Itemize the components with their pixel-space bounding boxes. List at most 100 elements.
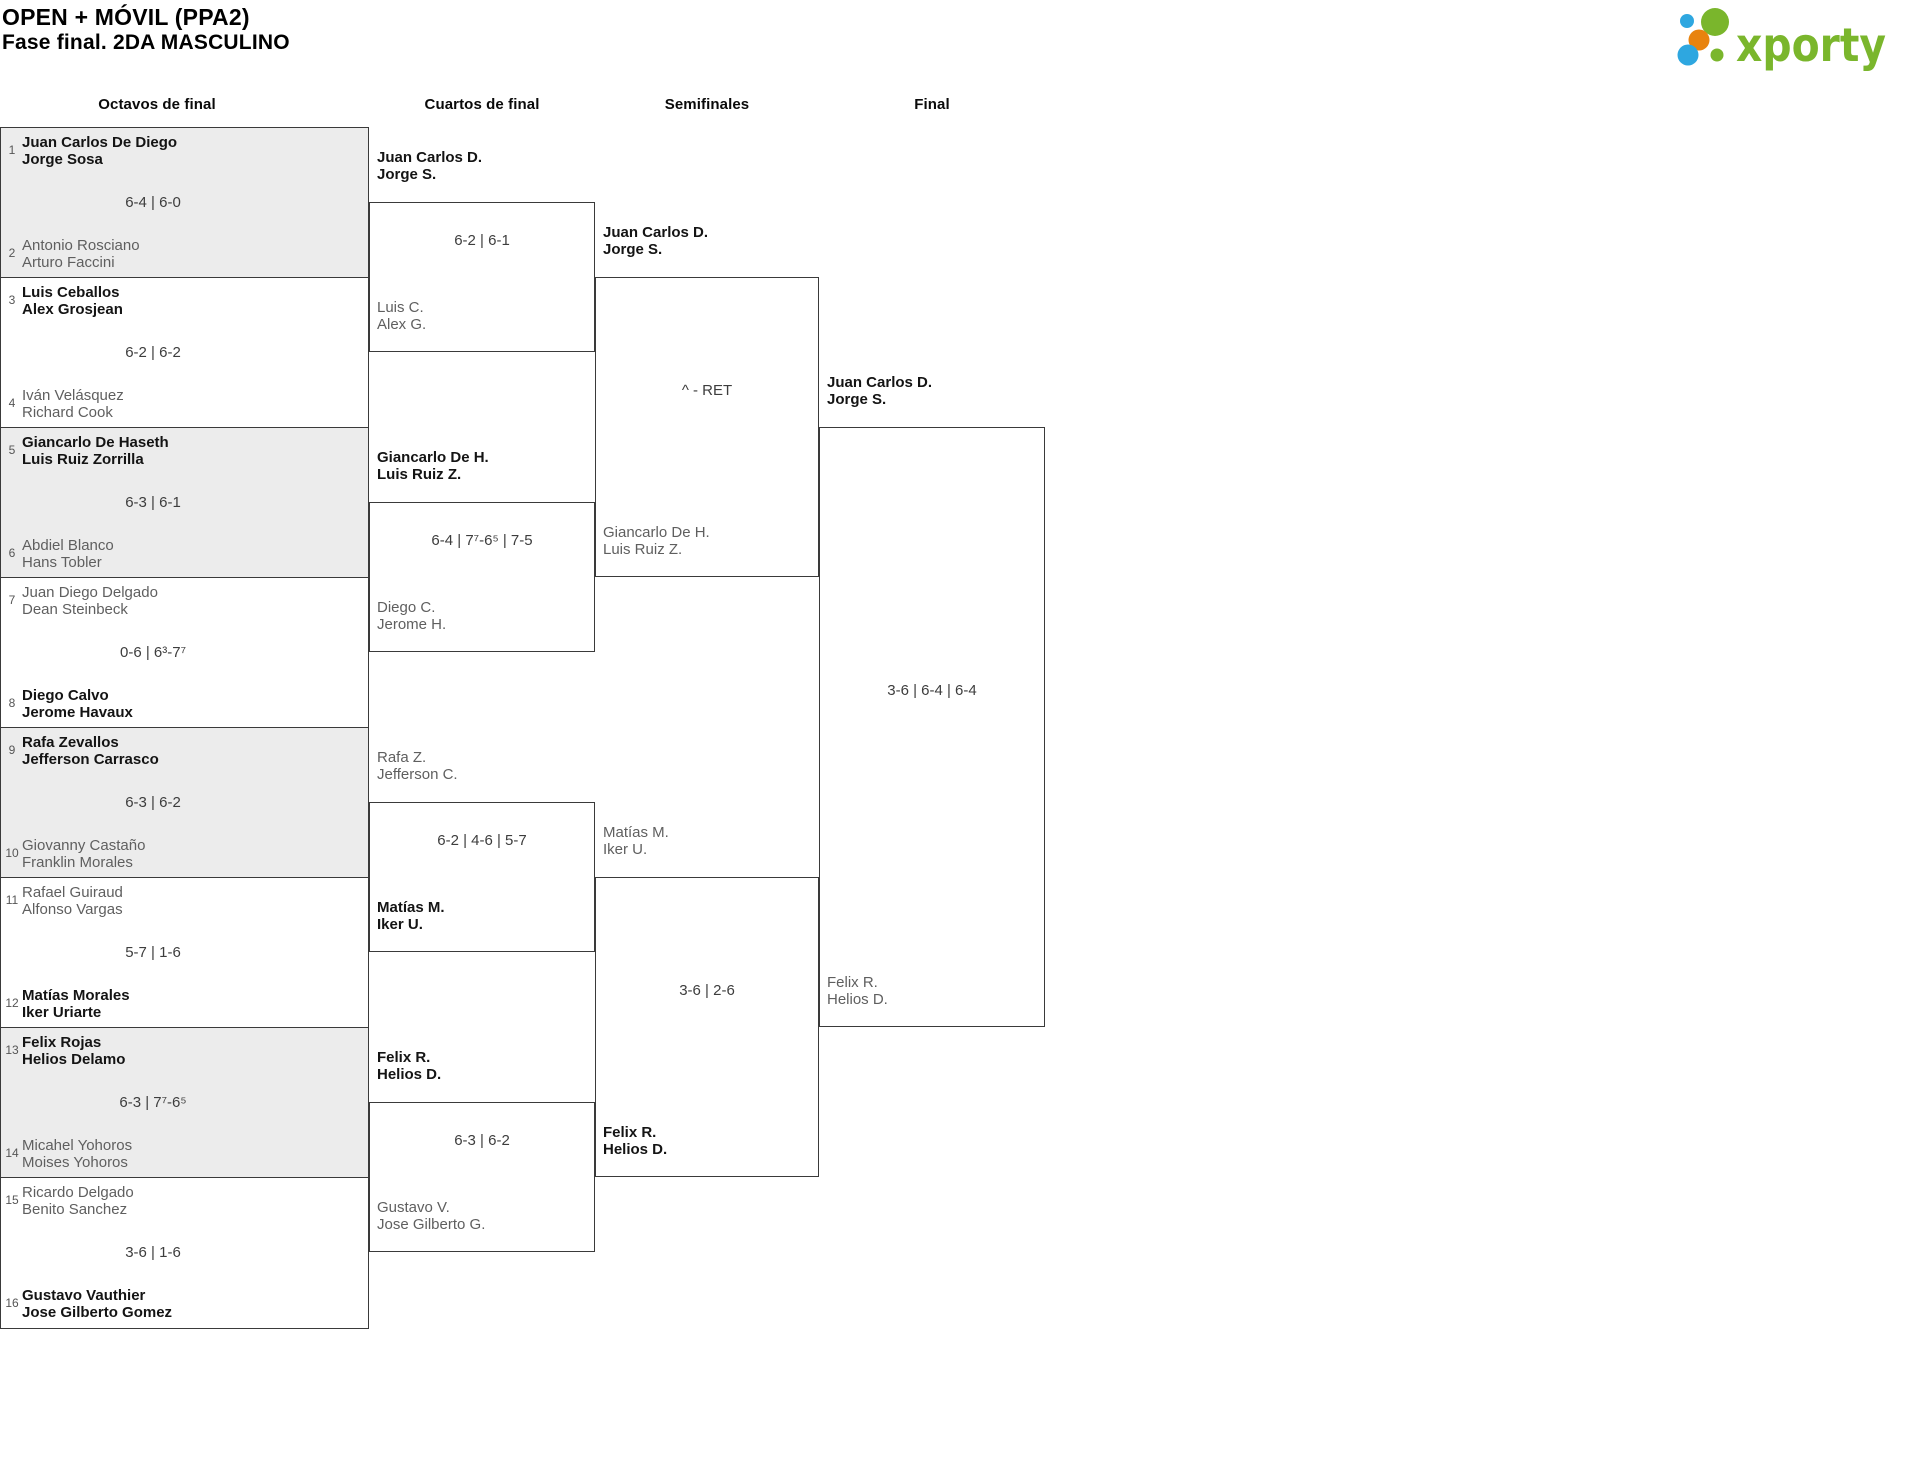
team-pair: Giovanny Castaño Franklin Morales — [22, 837, 145, 871]
participant-name: Luis C. — [377, 299, 424, 316]
participant-name: Luis Ruiz Z. — [603, 541, 683, 558]
final-match-box — [819, 427, 1045, 1027]
r16-match-2: 3 Luis Ceballos Alex Grosjean 6-2 | 6-2 … — [1, 278, 368, 428]
participant-name: Juan Carlos D. — [377, 149, 483, 166]
match-score: 3-6 | 1-6 — [125, 1244, 181, 1261]
match-score: 0-6 | 6³-7⁷ — [119, 644, 186, 661]
team-pair: Giancarlo De Haseth Luis Ruiz Zorrilla — [22, 434, 169, 468]
seed-number: 7 — [8, 593, 16, 607]
logo-wordmark: xporty — [1736, 18, 1886, 72]
team-pair: Matías Morales Iker Uriarte — [22, 987, 130, 1021]
seed-number: 14 — [5, 1146, 19, 1160]
team-player-name: Juan Carlos De Diego — [22, 134, 178, 151]
match-score: 6-2 | 6-1 — [454, 232, 510, 249]
match-score: 3-6 | 6-4 | 6-4 — [887, 682, 977, 699]
r16-match-8: 15 Ricardo Delgado Benito Sanchez 3-6 | … — [1, 1178, 368, 1328]
team-pair: Micahel Yohoros Moises Yohoros — [22, 1137, 132, 1171]
team-player-name: Richard Cook — [22, 404, 113, 421]
team-player-name: Jefferson Carrasco — [22, 751, 159, 768]
team-pair: Antonio Rosciano Arturo Faccini — [22, 237, 140, 271]
team-player-name: Felix Rojas — [22, 1034, 102, 1051]
participant-name: Jorge S. — [377, 166, 437, 183]
match-score: 6-4 | 6-0 — [125, 194, 181, 211]
team-pair: Juan Diego Delgado Dean Steinbeck — [22, 584, 158, 618]
seed-number: 2 — [8, 246, 16, 260]
seed-number: 12 — [5, 996, 19, 1010]
participant-pair: Giancarlo De H. Luis Ruiz Z. — [377, 449, 489, 483]
participant-name: Juan Carlos D. — [603, 224, 709, 241]
r16-match-5: 9 Rafa Zevallos Jefferson Carrasco 6-3 |… — [1, 728, 368, 878]
team-player-name: Juan Diego Delgado — [22, 584, 158, 601]
team-player-name: Luis Ceballos — [22, 284, 120, 301]
seed-number: 8 — [8, 696, 16, 710]
match-score: 3-6 | 2-6 — [679, 982, 735, 999]
team-player-name: Rafa Zevallos — [22, 734, 119, 751]
participant-pair: Diego C. Jerome H. — [377, 599, 446, 633]
participant-pair: Luis C. Alex G. — [377, 299, 426, 333]
team-pair: Ricardo Delgado Benito Sanchez — [22, 1184, 134, 1218]
seed-number: 13 — [5, 1043, 19, 1057]
r16-match-3: 5 Giancarlo De Haseth Luis Ruiz Zorrilla… — [1, 428, 368, 578]
team-player-name: Jorge Sosa — [22, 151, 103, 168]
participant-pair: Felix R. Helios D. — [603, 1124, 667, 1158]
team-pair: Rafa Zevallos Jefferson Carrasco — [22, 734, 159, 768]
match-score: 6-3 | 7⁷-6⁵ — [119, 1094, 187, 1111]
participant-name: Matías M. — [603, 824, 669, 841]
r16-match-1: 1 Juan Carlos De Diego Jorge Sosa 6-4 | … — [1, 128, 368, 278]
qf-match-2-box — [369, 502, 595, 652]
r16-match-7: 13 Felix Rojas Helios Delamo 6-3 | 7⁷-6⁵… — [1, 1028, 368, 1178]
team-pair: Iván Velásquez Richard Cook — [22, 387, 124, 421]
team-player-name: Hans Tobler — [22, 554, 102, 571]
team-player-name: Luis Ruiz Zorrilla — [22, 451, 144, 468]
team-player-name: Diego Calvo — [22, 687, 109, 704]
participant-name: Juan Carlos D. — [827, 374, 933, 391]
tournament-title: OPEN + MÓVIL (PPA2) — [2, 4, 250, 30]
round-header-semifinales: Semifinales — [664, 96, 750, 113]
participant-pair: Juan Carlos D. Jorge S. — [377, 149, 482, 183]
team-player-name: Jerome Havaux — [22, 704, 133, 721]
participant-pair: Juan Carlos D. Jorge S. — [827, 374, 932, 408]
team-player-name: Dean Steinbeck — [22, 601, 128, 618]
seed-number: 15 — [5, 1193, 19, 1207]
participant-name: Matías M. — [377, 899, 445, 916]
participant-name: Giancarlo De H. — [603, 524, 710, 541]
team-player-name: Iván Velásquez — [22, 387, 124, 404]
xporty-logo[interactable]: xporty — [1640, 0, 1910, 80]
team-player-name: Gustavo Vauthier — [22, 1287, 146, 1304]
logo-mark-icon: xporty — [1677, 8, 1886, 72]
participant-name: Felix R. — [603, 1124, 657, 1141]
participant-name: Jefferson C. — [377, 766, 458, 783]
team-player-name: Giancarlo De Haseth — [22, 434, 169, 451]
team-player-name: Benito Sanchez — [22, 1201, 128, 1218]
match-score: 6-4 | 7⁷-6⁵ | 7-5 — [431, 532, 533, 549]
sf-match-1-box — [595, 277, 819, 577]
round-header-cuartos: Cuartos de final — [424, 96, 540, 113]
category-subtitle: Fase final. 2DA MASCULINO — [2, 31, 290, 54]
participant-pair: Rafa Z. Jefferson C. — [377, 749, 458, 783]
seed-number: 16 — [5, 1296, 19, 1310]
team-pair: Gustavo Vauthier Jose Gilberto Gomez — [22, 1287, 172, 1321]
sf-match-2-box — [595, 877, 819, 1177]
match-score: 6-3 | 6-2 — [125, 794, 181, 811]
team-player-name: Alfonso Vargas — [22, 901, 123, 918]
team-player-name: Ricardo Delgado — [22, 1184, 134, 1201]
participant-name: Helios D. — [827, 991, 888, 1008]
participant-pair: Giancarlo De H. Luis Ruiz Z. — [603, 524, 710, 558]
participant-name: Iker U. — [603, 841, 648, 858]
team-player-name: Iker Uriarte — [22, 1004, 102, 1021]
participant-name: Luis Ruiz Z. — [377, 466, 462, 483]
seed-number: 11 — [5, 893, 19, 907]
team-player-name: Arturo Faccini — [22, 254, 115, 271]
seed-number: 4 — [8, 396, 16, 410]
r16-match-6: 11 Rafael Guiraud Alfonso Vargas 5-7 | 1… — [1, 878, 368, 1028]
participant-name: Jose Gilberto G. — [377, 1216, 486, 1233]
team-pair: Abdiel Blanco Hans Tobler — [22, 537, 114, 571]
team-player-name: Helios Delamo — [22, 1051, 126, 1068]
match-score: ^ - RET — [681, 382, 733, 399]
qf-match-1-box — [369, 202, 595, 352]
seed-number: 1 — [8, 143, 16, 157]
qf-match-3-box — [369, 802, 595, 952]
participant-name: Giancarlo De H. — [377, 449, 489, 466]
qf-match-4-box — [369, 1102, 595, 1252]
